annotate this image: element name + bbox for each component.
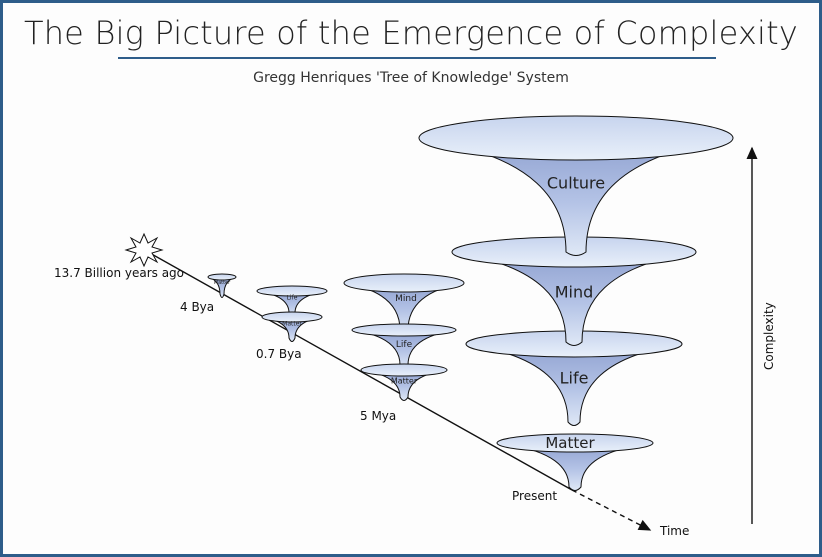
funnel-label-5mya-life: Life <box>395 340 413 350</box>
diagram-title: The Big Picture of the Emergence of Comp… <box>23 14 799 52</box>
funnel-5mya-matter <box>360 363 448 401</box>
time-marker-5-mya: 5 Mya <box>360 409 397 423</box>
diagram-subtitle: Gregg Henriques 'Tree of Knowledge' Syst… <box>253 70 569 86</box>
time-axis-label: Time <box>660 524 690 538</box>
time-marker-4-bya: 4 Bya <box>180 300 215 314</box>
time-marker-0-7-bya: 0.7 Bya <box>256 347 302 361</box>
funnel-label-4bya-matter: Matter <box>213 280 231 286</box>
title-underline <box>118 57 716 59</box>
funnel-present-culture <box>418 115 734 256</box>
funnel-label-5mya-matter: Matter <box>390 376 418 386</box>
funnel-4bya-matter <box>207 273 237 298</box>
complexity-axis-label: Complexity <box>762 302 776 370</box>
funnel-label-present-mind: Mind <box>554 282 594 302</box>
funnel-label-07bya-matter: Matter <box>282 320 302 328</box>
funnel-07bya-matter <box>261 311 323 342</box>
funnel-label-present-life: Life <box>559 368 589 388</box>
big-bang-star-icon <box>124 232 164 268</box>
start-time-label: 13.7 Billion years ago <box>54 266 185 280</box>
funnel-present-matter <box>496 433 654 491</box>
funnel-label-07bya-life: Life <box>286 294 298 302</box>
time-marker-present: Present <box>512 489 558 503</box>
timeline-line <box>147 251 573 491</box>
timeline-future-arrow <box>571 489 652 531</box>
funnel-label-present-matter: Matter <box>545 434 595 452</box>
funnel-label-5mya-mind: Mind <box>395 294 417 304</box>
funnel-label-present-culture: Culture <box>546 173 606 193</box>
